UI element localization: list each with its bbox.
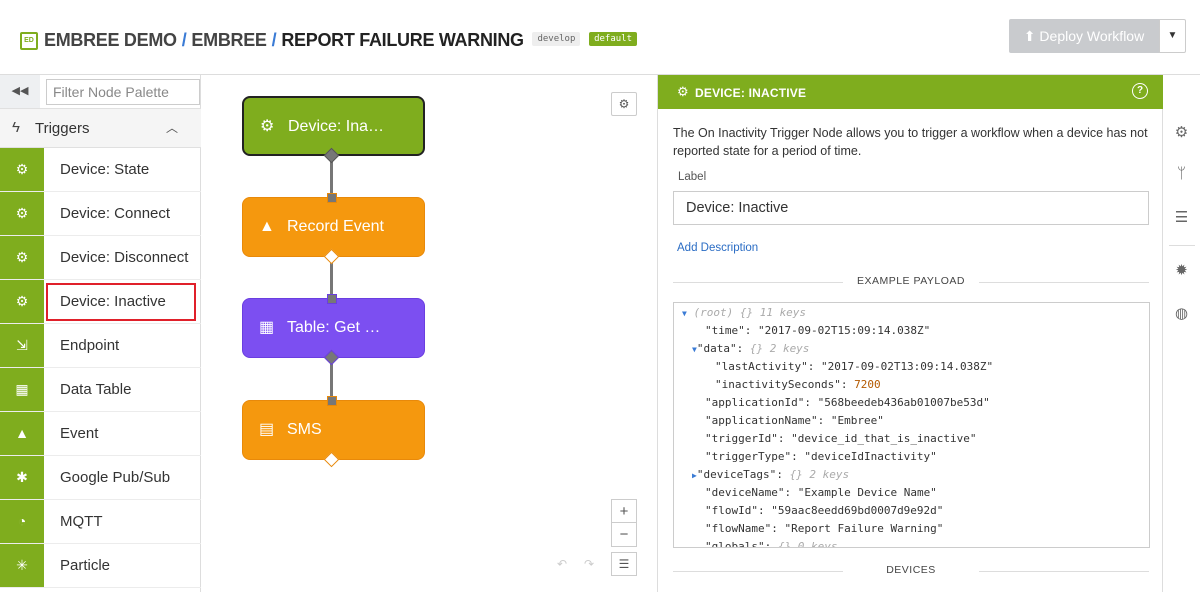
triggers-section-header[interactable]: ϟ Triggers ︿ (0, 108, 201, 148)
warning-plus-icon: ▲ (259, 218, 275, 235)
google-icon: ✱ (0, 456, 44, 499)
connector-line (330, 156, 333, 198)
connector-line (330, 258, 333, 300)
panel-title: DEVICE: INACTIVE (695, 86, 807, 100)
chip-icon: ⚙ (677, 84, 689, 99)
palette-item-data-table[interactable]: ▦ Data Table (0, 368, 201, 412)
devices-title: DEVICES (673, 564, 1149, 578)
database-icon[interactable]: ☰ (1174, 209, 1189, 226)
palette-item-event[interactable]: ▲ Event (0, 412, 201, 456)
breadcrumb-org[interactable]: EMBREE DEMO (44, 30, 177, 50)
chevron-up-icon: ︿ (166, 121, 179, 135)
chip-icon: ⚙ (0, 280, 44, 323)
input-port[interactable] (327, 193, 337, 203)
undo-icon[interactable]: ↶ (557, 557, 568, 571)
version-tag[interactable]: develop (532, 32, 581, 47)
right-toolbar: ⚙ ᛘ ☰ ✹ ◍ (1163, 75, 1200, 592)
caret-down-icon: ▼ (1167, 30, 1178, 41)
breadcrumb-workflow: REPORT FAILURE WARNING (281, 30, 524, 50)
header: ED EMBREE DEMO/EMBREE/REPORT FAILURE WAR… (0, 0, 1200, 75)
breadcrumb-separator: / (181, 30, 187, 50)
label-caption: Label (678, 171, 707, 183)
globe-icon[interactable]: ◍ (1174, 305, 1189, 322)
zoom-controls: + − (611, 499, 637, 547)
breadcrumb-app[interactable]: EMBREE (191, 30, 267, 50)
redo-icon[interactable]: ↷ (584, 557, 595, 571)
canvas-menu-button[interactable]: ☰ (611, 552, 637, 576)
chip-icon: ⚙ (0, 192, 44, 235)
canvas-settings-button[interactable]: ⚙ (611, 92, 637, 116)
workflow-node-table-get[interactable]: ▦ Table: Get … (242, 298, 425, 358)
expand-arrow-icon[interactable]: ▼ (682, 309, 687, 318)
gear-icon[interactable]: ⚙ (1174, 124, 1189, 141)
palette-item-device-inactive[interactable]: ⚙ Device: Inactive (0, 280, 201, 324)
example-payload-viewer[interactable]: ▼ (root) {} 11 keys "time": "2017-09-02T… (673, 302, 1150, 548)
collapse-arrow-icon[interactable]: ▶ (692, 471, 697, 480)
palette-item-device-connect[interactable]: ⚙ Device: Connect (0, 192, 201, 236)
chip-icon: ⚙ (0, 236, 44, 279)
label-input[interactable]: Device: Inactive (673, 191, 1149, 225)
bug-icon[interactable]: ✹ (1175, 262, 1188, 279)
palette-item-particle[interactable]: ✳ Particle (0, 544, 201, 588)
chip-icon: ⚙ (260, 118, 275, 135)
help-icon[interactable]: ? (1132, 83, 1148, 99)
zoom-out-button[interactable]: − (619, 526, 629, 543)
workflow-node-record-event[interactable]: ▲ Record Event (242, 197, 425, 257)
branch-icon[interactable]: ᛘ (1176, 165, 1186, 182)
default-tag: default (589, 32, 638, 47)
panel-header: ⚙ DEVICE: INACTIVE ? (658, 75, 1164, 109)
connector-line (330, 359, 333, 401)
toolbar-divider (1169, 245, 1195, 246)
input-port[interactable] (327, 396, 337, 406)
app-logo[interactable]: ED (20, 32, 38, 50)
workflow-node-device-inactive[interactable]: ⚙ Device: Ina… (242, 96, 425, 156)
deploy-workflow-button[interactable]: ⬆︎ Deploy Workflow (1009, 19, 1159, 53)
particle-icon: ✳ (0, 544, 44, 587)
deploy-options-dropdown[interactable]: ▼ (1159, 19, 1186, 53)
zoom-in-button[interactable]: + (612, 500, 636, 523)
palette-item-endpoint[interactable]: ⇲ Endpoint (0, 324, 201, 368)
expand-arrow-icon[interactable]: ▼ (692, 345, 697, 354)
example-payload-title: EXAMPLE PAYLOAD (673, 275, 1149, 289)
node-description: The On Inactivity Trigger Node allows yo… (673, 126, 1148, 158)
palette-item-google-pubsub[interactable]: ✱ Google Pub/Sub (0, 456, 201, 500)
palette-item-mqtt[interactable]: ◔ MQTT (0, 500, 201, 544)
input-port[interactable] (327, 294, 337, 304)
chat-icon: ▤ (259, 421, 275, 438)
signal-icon: ◔ (0, 500, 44, 543)
selection-highlight (46, 283, 196, 321)
node-palette: ◀◀ ϟ Triggers ︿ ⚙ Device: State ⚙ Device… (0, 75, 201, 592)
table-icon: ▦ (0, 368, 44, 411)
add-description-link[interactable]: Add Description (677, 242, 759, 254)
table-icon: ▦ (259, 319, 275, 336)
breadcrumb-separator: / (271, 30, 277, 50)
filter-node-palette-input[interactable] (46, 79, 200, 105)
collapse-palette-button[interactable]: ◀◀ (0, 75, 40, 108)
upload-icon: ⬆︎ (1023, 28, 1040, 44)
triggers-section-title: Triggers (35, 120, 90, 137)
breadcrumb: EMBREE DEMO/EMBREE/REPORT FAILURE WARNIN… (44, 30, 638, 51)
warning-icon: ▲ (0, 412, 44, 455)
double-chevron-left-icon: ◀◀ (11, 85, 29, 97)
chip-icon: ⚙ (618, 97, 630, 111)
palette-item-device-disconnect[interactable]: ⚙ Device: Disconnect (0, 236, 201, 280)
hamburger-icon: ☰ (618, 557, 630, 571)
palette-item-device-state[interactable]: ⚙ Device: State (0, 148, 201, 192)
lightning-icon: ϟ (12, 119, 20, 136)
node-properties-panel: ⚙ DEVICE: INACTIVE ? The On Inactivity T… (657, 75, 1164, 592)
endpoint-icon: ⇲ (0, 324, 44, 367)
chip-icon: ⚙ (0, 148, 44, 191)
workflow-node-sms[interactable]: ▤ SMS (242, 400, 425, 460)
